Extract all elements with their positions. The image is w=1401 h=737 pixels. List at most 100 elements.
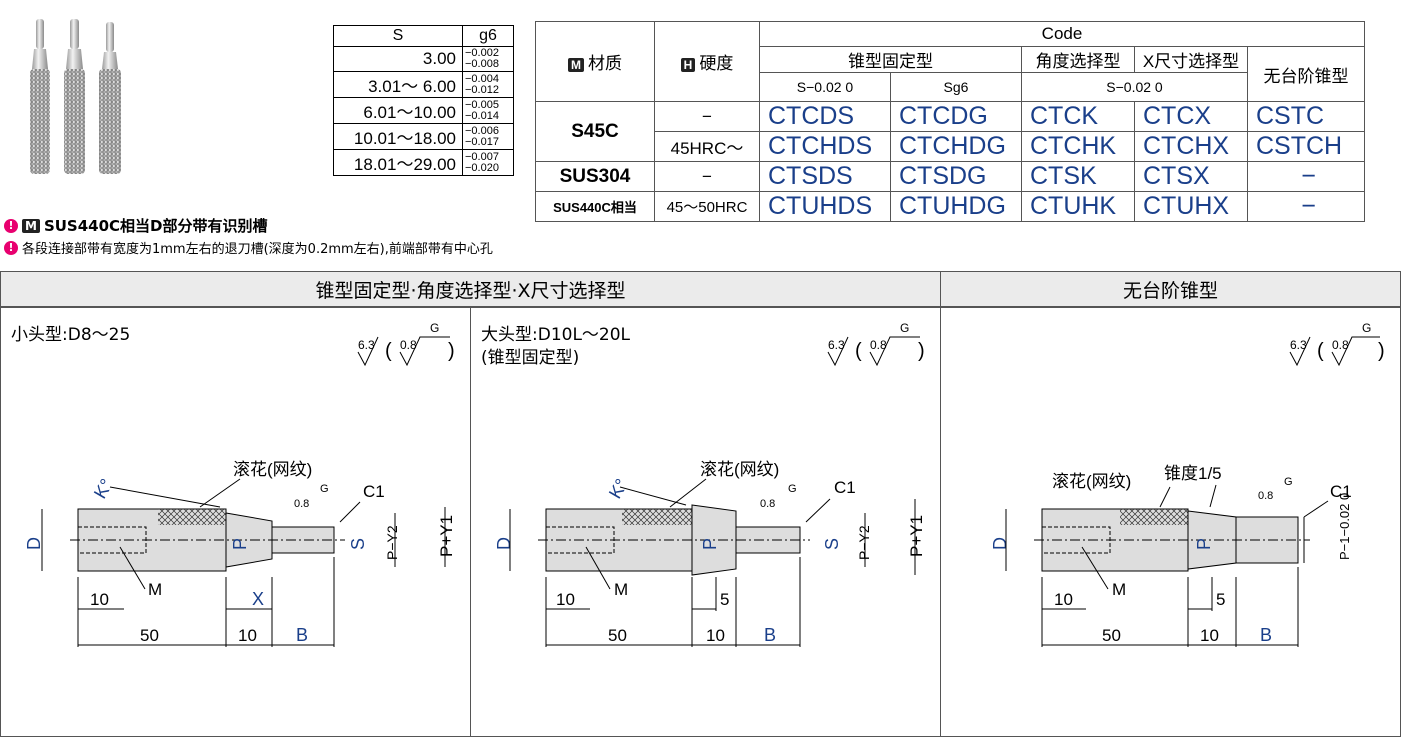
drawing-small-head: 6.3 ( 0.8 G ) D P S X B K° 滚花(网纹) C1 M 1… bbox=[24, 321, 456, 647]
svg-text:G: G bbox=[1362, 321, 1371, 335]
code-cell[interactable]: CTCDS bbox=[759, 101, 891, 132]
code-header: Code bbox=[759, 21, 1365, 47]
code-cell[interactable]: CTSDS bbox=[759, 161, 891, 192]
code-cell[interactable]: CTCHK bbox=[1021, 131, 1135, 162]
code-cell[interactable]: CTUHK bbox=[1021, 191, 1135, 222]
svg-text:G: G bbox=[900, 321, 909, 335]
dim-k: K° bbox=[90, 475, 117, 502]
code-cell[interactable]: CTUHX bbox=[1134, 191, 1248, 222]
section-header-right: 无台阶锥型 bbox=[940, 271, 1401, 307]
table-row: 18.01～29.00 −0.007−0.020 bbox=[333, 149, 514, 176]
tol-range: 10.01～18.00 bbox=[333, 123, 463, 150]
label-roughness: 0.8 bbox=[294, 498, 309, 510]
pin-2 bbox=[64, 19, 85, 174]
hardness-header: 硬度 bbox=[699, 54, 734, 73]
label-chamfer: C1 bbox=[1330, 482, 1352, 501]
section-header-left: 锥型固定型·角度选择型·X尺寸选择型 bbox=[0, 271, 941, 307]
label-g: G bbox=[320, 483, 329, 495]
dim-b: B bbox=[1260, 625, 1272, 645]
code-cell[interactable]: CTCHDG bbox=[890, 131, 1022, 162]
part-body bbox=[70, 508, 345, 572]
dim-5: 5 bbox=[720, 590, 729, 609]
code-cell[interactable]: CTCHX bbox=[1134, 131, 1248, 162]
dim-p-y1: P+Y1 bbox=[907, 515, 926, 557]
tol-upper: −0.005 bbox=[465, 98, 499, 111]
label-knurl: 滚花(网纹) bbox=[700, 460, 779, 479]
tol-range: 6.01～10.00 bbox=[333, 97, 463, 124]
product-photo bbox=[30, 19, 121, 174]
svg-text:(: ( bbox=[1317, 340, 1324, 362]
dim-10: 10 bbox=[238, 626, 257, 645]
dim-50: 50 bbox=[1102, 626, 1121, 645]
label-knurl: 滚花(网纹) bbox=[1052, 472, 1131, 491]
group-no-step: 无台阶锥型 bbox=[1247, 46, 1365, 102]
svg-text:): ) bbox=[918, 340, 925, 362]
table-row: 10.01～18.00 −0.006−0.017 bbox=[333, 123, 514, 150]
dim-p-y1: P+Y1 bbox=[437, 515, 456, 557]
tol-header-g6: g6 bbox=[462, 25, 514, 47]
code-cell[interactable]: CSTCH bbox=[1247, 131, 1365, 162]
dim-d: D bbox=[494, 537, 514, 550]
code-cell[interactable]: CTCK bbox=[1021, 101, 1135, 132]
svg-text:): ) bbox=[1378, 340, 1385, 362]
dim-p: P bbox=[230, 538, 250, 550]
part-body bbox=[538, 504, 810, 576]
svg-text:(: ( bbox=[385, 340, 392, 362]
dim-5: 5 bbox=[1216, 590, 1225, 609]
code-cell[interactable]: CTSX bbox=[1134, 161, 1248, 192]
drawing-no-step: 6.3 ( 0.8 G ) D P B 滚花(网纹) 锥度1/5 C1 M 10… bbox=[990, 321, 1385, 647]
sub-s2: S−0.02 0 bbox=[1021, 72, 1248, 102]
code-cell: − bbox=[1247, 161, 1365, 192]
code-cell[interactable]: CTSK bbox=[1021, 161, 1135, 192]
tol-range: 3.01～ 6.00 bbox=[333, 71, 463, 98]
code-cell[interactable]: CTUHDG bbox=[890, 191, 1022, 222]
material-header: 材质 bbox=[588, 54, 622, 73]
dim-10: 10 bbox=[90, 590, 109, 609]
code-cell[interactable]: CTCX bbox=[1134, 101, 1248, 132]
note-text: 各段连接部带有宽度为1mm左右的退刀槽(深度为0.2mm左右),前端部带有中心孔 bbox=[22, 242, 493, 257]
hardness-cell: − bbox=[654, 101, 760, 132]
hardness-cell: − bbox=[654, 161, 760, 192]
label-m: M bbox=[1112, 580, 1126, 599]
dim-p1: P−1−0.02 0 bbox=[1337, 493, 1352, 560]
panel-title: 小头型:D8～25 bbox=[11, 325, 131, 345]
code-cell[interactable]: CTSDG bbox=[890, 161, 1022, 192]
dim-p: P bbox=[1194, 538, 1214, 550]
dim-10: 10 bbox=[1200, 626, 1219, 645]
tol-lower: −0.020 bbox=[465, 161, 499, 174]
material-icon: M bbox=[568, 58, 584, 72]
code-cell[interactable]: CSTC bbox=[1247, 101, 1365, 132]
material-cell: SUS304 bbox=[535, 161, 655, 192]
dim-x: X bbox=[252, 589, 264, 609]
panel-title: 大头型:D10L～20L bbox=[481, 325, 631, 345]
label-g: G bbox=[788, 483, 797, 495]
material-cell: SUS440C相当 bbox=[535, 191, 655, 222]
tol-range: 3.00 bbox=[333, 46, 463, 72]
label-m: M bbox=[148, 580, 162, 599]
group-angle-select: 角度选择型 bbox=[1021, 46, 1135, 73]
table-row: 45HRC～ CTCHDS CTCHDG CTCHK CTCHX CSTCH bbox=[536, 131, 1365, 162]
tol-header-s: S bbox=[333, 25, 463, 47]
code-cell[interactable]: CTCHDS bbox=[759, 131, 891, 162]
group-taper-fixed: 锥型固定型 bbox=[759, 46, 1022, 73]
tol-lower: −0.012 bbox=[465, 83, 499, 96]
label-roughness: 0.8 bbox=[760, 498, 775, 510]
note-text: SUS440C相当D部分带有识别槽 bbox=[43, 217, 268, 235]
code-cell[interactable]: CTCDG bbox=[890, 101, 1022, 132]
table-row: SUS304 − CTSDS CTSDG CTSK CTSX − bbox=[535, 161, 1365, 192]
part-body bbox=[1034, 508, 1310, 572]
tol-upper: −0.006 bbox=[465, 124, 499, 137]
dim-50: 50 bbox=[608, 626, 627, 645]
table-row: S45C − CTCDS CTCDG CTCK CTCX CSTC bbox=[535, 101, 1365, 162]
material-icon: M bbox=[22, 218, 40, 233]
table-row: SUS440C相当 45～50HRC CTUHDS CTUHDG CTUHK C… bbox=[535, 191, 1365, 222]
label-g: G bbox=[1284, 476, 1293, 488]
code-cell[interactable]: CTUHDS bbox=[759, 191, 891, 222]
group-x-select: X尺寸选择型 bbox=[1134, 46, 1248, 73]
sub-s: S−0.02 0 bbox=[759, 72, 891, 102]
warning-icon: ! bbox=[4, 240, 18, 255]
hardness-cell: 45～50HRC bbox=[654, 191, 760, 222]
hardness-icon: H bbox=[680, 58, 696, 72]
label-m: M bbox=[614, 580, 628, 599]
